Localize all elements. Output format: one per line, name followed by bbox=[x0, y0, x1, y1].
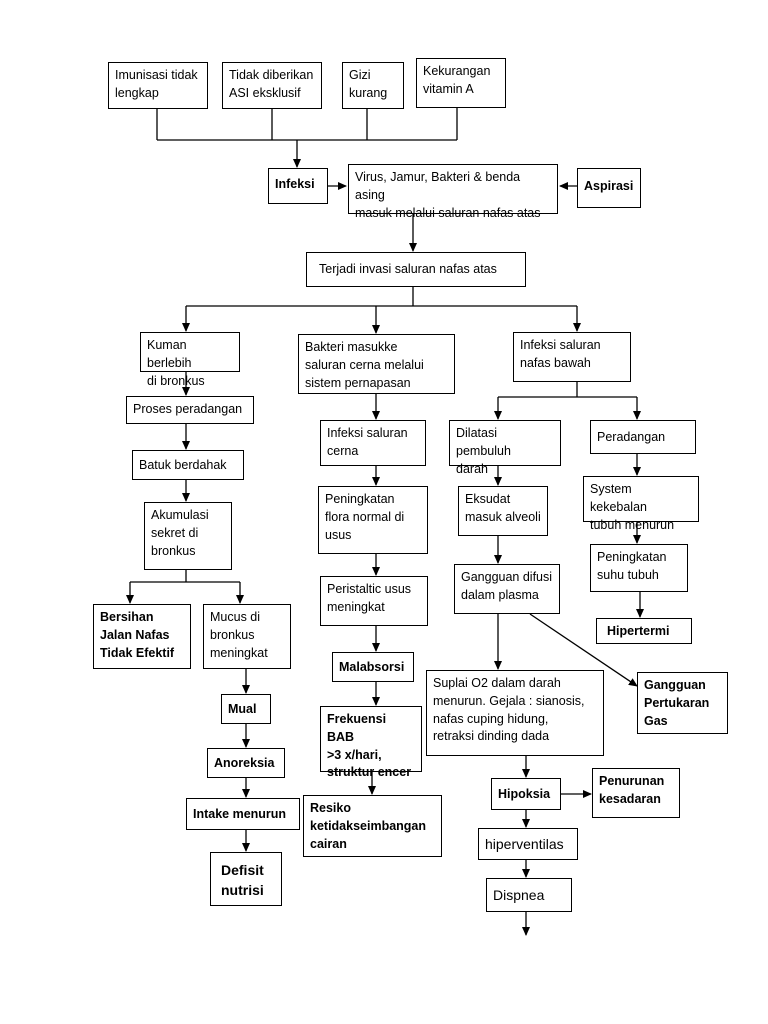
node-gangguan-difusi: Gangguan difusi dalam plasma bbox=[454, 564, 560, 614]
node-suplai-o2: Suplai O2 dalam darah menurun. Gejala : … bbox=[426, 670, 604, 756]
node-virus: Virus, Jamur, Bakteri & benda asing masu… bbox=[348, 164, 558, 220]
node-suhu-tubuh: Peningkatan suhu tubuh bbox=[590, 544, 688, 592]
node-aspirasi: Aspirasi bbox=[577, 168, 641, 208]
node-peradangan: Peradangan bbox=[590, 420, 696, 454]
node-penurunan-kesadaran: Penurunan kesadaran bbox=[592, 768, 680, 818]
node-frekuensi-bab: Frekuensi BAB >3 x/hari, struktur encer bbox=[320, 706, 422, 779]
node-invasi: Terjadi invasi saluran nafas atas bbox=[306, 252, 526, 287]
node-vitamin-a: Kekurangan vitamin A bbox=[416, 58, 506, 108]
node-kekebalan: System kekebalan tubuh menurun bbox=[583, 476, 699, 532]
node-imunisasi: Imunisasi tidak lengkap bbox=[108, 62, 208, 109]
node-defisit-nutrisi: Defisit nutrisi bbox=[210, 852, 282, 906]
node-bakteri: Bakteri masukke saluran cerna melalui si… bbox=[298, 334, 455, 394]
node-asi: Tidak diberikan ASI eksklusif bbox=[222, 62, 322, 109]
node-akumulasi: Akumulasi sekret di bronkus bbox=[144, 502, 232, 570]
node-infeksi-cerna: Infeksi saluran cerna bbox=[320, 420, 426, 466]
node-dispnea: Dispnea bbox=[486, 878, 572, 912]
node-peristaltic: Peristaltic usus meningkat bbox=[320, 576, 428, 626]
node-infeksi-bawah: Infeksi saluran nafas bawah bbox=[513, 332, 631, 382]
node-dilatasi: Dilatasi pembuluh darah bbox=[449, 420, 561, 476]
node-malabsorsi: Malabsorsi bbox=[332, 652, 414, 682]
node-eksudat: Eksudat masuk alveoli bbox=[458, 486, 548, 536]
node-intake: Intake menurun bbox=[186, 798, 300, 830]
node-anoreksia: Anoreksia bbox=[207, 748, 285, 778]
node-mual: Mual bbox=[221, 694, 271, 724]
node-kuman: Kuman berlebih di bronkus bbox=[140, 332, 240, 388]
node-mucus: Mucus di bronkus meningkat bbox=[203, 604, 291, 669]
node-hipoksia: Hipoksia bbox=[491, 778, 561, 810]
node-bersihan: Bersihan Jalan Nafas Tidak Efektif bbox=[93, 604, 191, 669]
node-hiperventilas: hiperventilas bbox=[478, 828, 578, 860]
node-hipertermi: Hipertermi bbox=[596, 618, 692, 644]
node-gangguan-pertukaran-gas: Gangguan Pertukaran Gas bbox=[637, 672, 728, 734]
node-proses-peradangan: Proses peradangan bbox=[126, 396, 254, 424]
node-infeksi: Infeksi bbox=[268, 168, 328, 204]
node-batuk: Batuk berdahak bbox=[132, 450, 244, 480]
node-gizi: Gizi kurang bbox=[342, 62, 404, 109]
node-flora: Peningkatan flora normal di usus bbox=[318, 486, 428, 554]
arrow-difusi-gangguan-gas bbox=[529, 613, 638, 687]
node-resiko-cairan: Resiko ketidakseimbangan cairan bbox=[303, 795, 442, 857]
